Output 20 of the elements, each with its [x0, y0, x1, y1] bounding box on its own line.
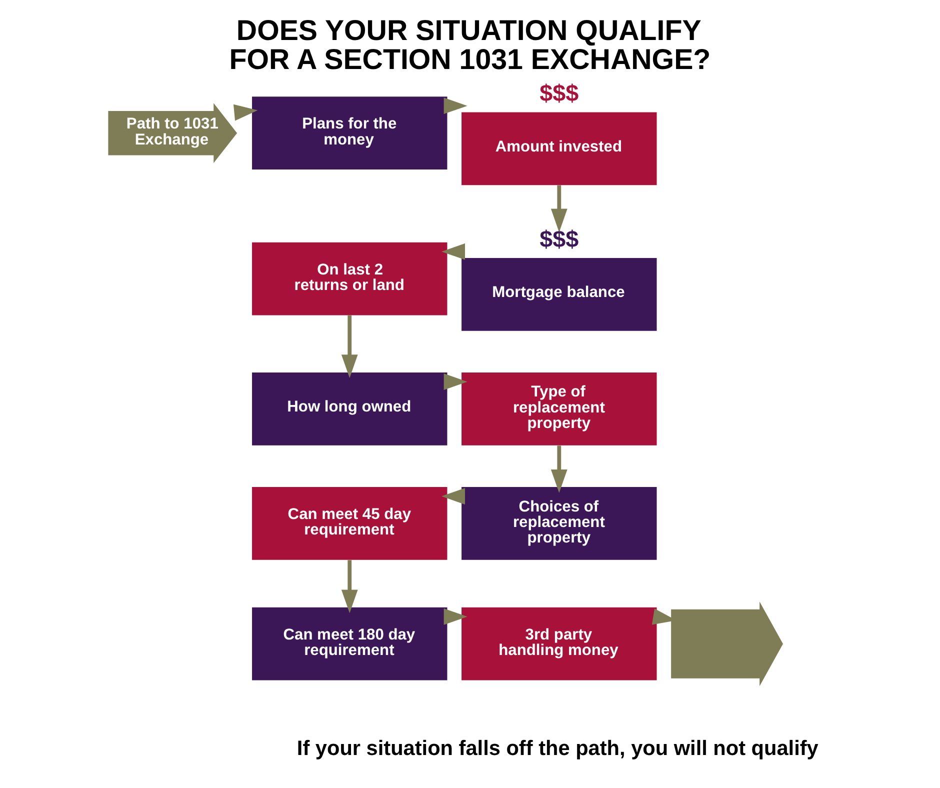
node-box: Type of replacement property: [462, 372, 657, 446]
arrow: [550, 446, 568, 493]
arrow: [341, 560, 358, 614]
node-label: $$$: [540, 226, 579, 252]
node-box: Mortgage balance: [462, 258, 657, 331]
arrow: [341, 315, 358, 378]
node-label: $$$: [540, 80, 579, 106]
arrow: [442, 243, 465, 260]
node-arrow: [671, 602, 783, 686]
caption: If your situation falls off the path, you will not qualify: [296, 736, 818, 760]
node-box: Amount invested: [462, 112, 657, 186]
arrow: [444, 98, 468, 114]
arrow: [234, 104, 258, 121]
arrow: [550, 185, 568, 232]
arrow: [444, 374, 468, 390]
arrow: [442, 488, 465, 504]
node-box: On last 2 returns or land: [252, 242, 448, 316]
diagram-title: DOES YOUR SITUATION QUALIFY FOR A SECTION 1031 EXCHANGE?: [229, 15, 711, 76]
arrow: [444, 608, 468, 625]
node-box: Can meet 45 day requirement: [252, 487, 448, 560]
